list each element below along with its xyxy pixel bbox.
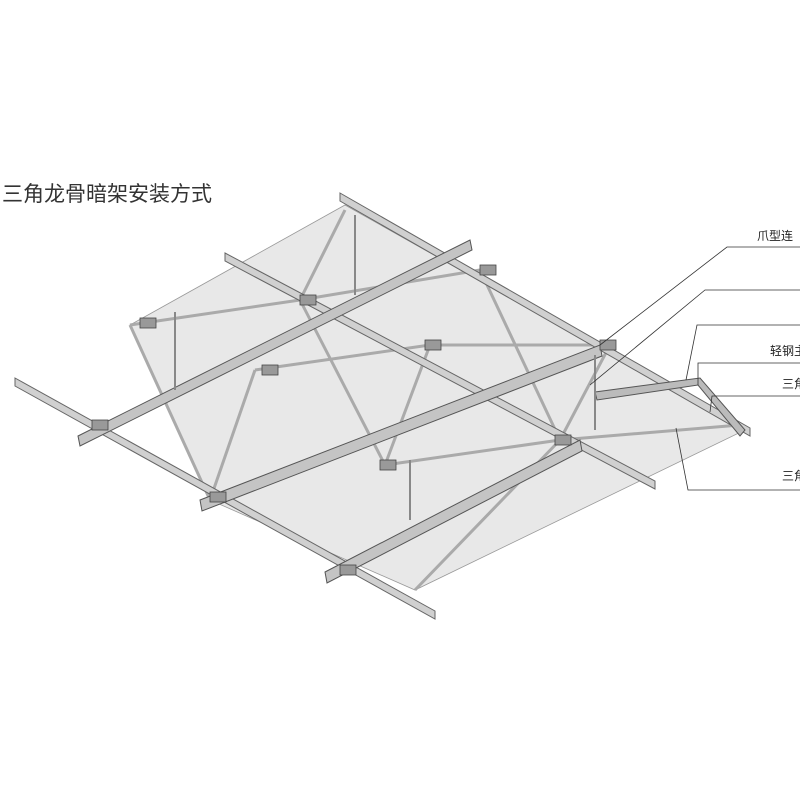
leader-lines	[589, 246, 800, 491]
label-claw-connector: 爪型连	[757, 229, 794, 243]
clip-connectors	[91, 264, 617, 576]
main-runners	[77, 239, 746, 584]
label-triangle-keel: 三角	[782, 377, 800, 391]
label-triangle-panel: 三角	[782, 469, 800, 483]
hangers	[174, 215, 596, 520]
label-main-runner: 轻钢主	[770, 344, 800, 358]
diagram-title: 三角龙骨暗架安装方式	[2, 182, 212, 206]
